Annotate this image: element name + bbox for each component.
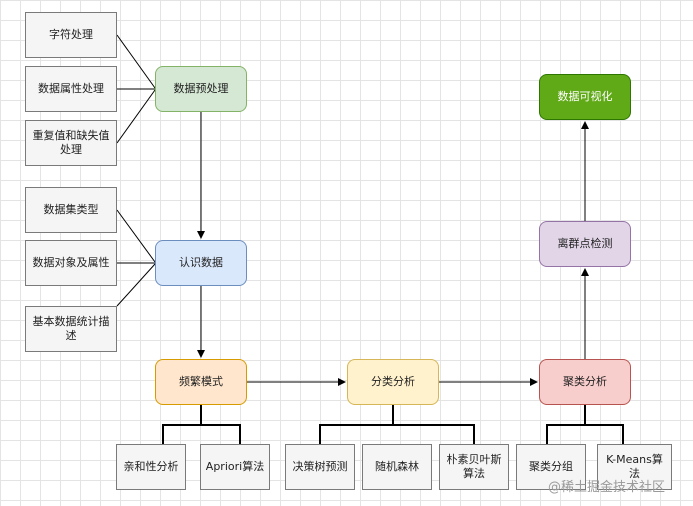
bracket-cluster — [546, 424, 624, 444]
visualize-node: 数据可视化 — [539, 74, 631, 120]
object-attr-box: 数据对象及属性 — [25, 240, 117, 286]
object-attr-label: 数据对象及属性 — [32, 256, 110, 270]
random-forest-box: 随机森林 — [362, 444, 432, 490]
affinity-box: 亲和性分析 — [116, 444, 186, 490]
kmeans-box: K-Means算法 — [597, 444, 672, 490]
attr-processing-box: 数据属性处理 — [25, 66, 117, 112]
classify-label: 分类分析 — [371, 375, 415, 389]
edge-stats-to-understand — [116, 263, 156, 307]
freq-pattern-label: 频繁模式 — [179, 375, 223, 389]
decision-tree-box: 决策树预测 — [285, 444, 355, 490]
outlier-label: 离群点检测 — [557, 237, 613, 251]
decision-tree-label: 决策树预测 — [292, 460, 348, 474]
bracket-classify — [319, 424, 475, 444]
edge-dup-to-preprocess — [116, 89, 156, 144]
watermark: @稀土掘金技术社区 — [548, 480, 666, 495]
apriori-box: Apriori算法 — [200, 444, 270, 490]
dup-missing-label: 重复值和缺失值处理 — [32, 129, 110, 156]
bracket-freq — [162, 424, 241, 444]
random-forest-label: 随机森林 — [375, 460, 419, 474]
dataset-type-box: 数据集类型 — [25, 187, 117, 233]
cluster-group-label: 聚类分组 — [529, 460, 573, 474]
dataset-type-label: 数据集类型 — [43, 203, 99, 217]
char-processing-label: 字符处理 — [49, 28, 93, 42]
edge-dstype-to-understand — [116, 209, 156, 263]
basic-stats-label: 基本数据统计描述 — [32, 315, 110, 342]
preprocess-node: 数据预处理 — [155, 66, 247, 112]
understand-data-node: 认识数据 — [155, 240, 247, 286]
visualize-label: 数据可视化 — [557, 90, 613, 104]
cluster-label: 聚类分析 — [563, 375, 607, 389]
naive-bayes-box: 朴素贝叶斯算法 — [439, 444, 509, 490]
apriori-label: Apriori算法 — [205, 460, 265, 474]
freq-pattern-node: 频繁模式 — [155, 359, 247, 405]
preprocess-label: 数据预处理 — [173, 82, 229, 96]
attr-processing-label: 数据属性处理 — [38, 82, 104, 96]
classify-node: 分类分析 — [347, 359, 439, 405]
understand-data-label: 认识数据 — [179, 256, 223, 270]
naive-bayes-label: 朴素贝叶斯算法 — [446, 453, 502, 480]
affinity-label: 亲和性分析 — [123, 460, 179, 474]
cluster-group-box: 聚类分组 — [516, 444, 586, 490]
dup-missing-box: 重复值和缺失值处理 — [25, 120, 117, 166]
edge-char-to-preprocess — [116, 34, 156, 89]
cluster-node: 聚类分析 — [539, 359, 631, 405]
outlier-node: 离群点检测 — [539, 221, 631, 267]
basic-stats-box: 基本数据统计描述 — [25, 306, 117, 352]
kmeans-label: K-Means算法 — [606, 453, 663, 480]
char-processing-box: 字符处理 — [25, 12, 117, 58]
